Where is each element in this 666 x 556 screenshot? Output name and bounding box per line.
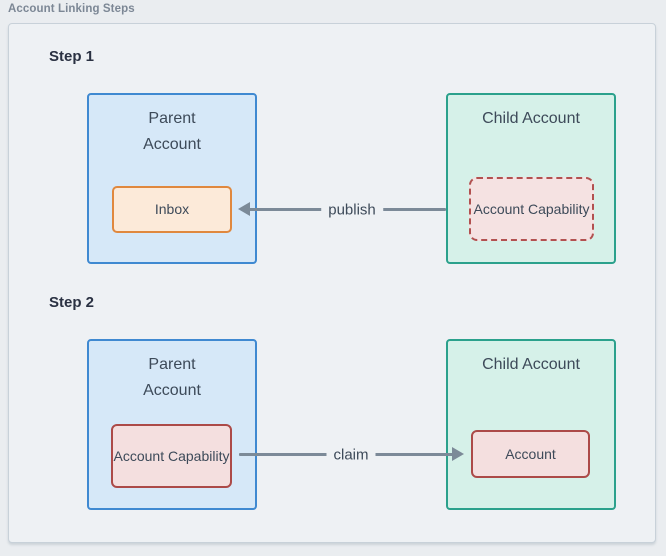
step-1-inbox-node: Inbox — [112, 186, 232, 233]
subnode-label: Inbox — [154, 201, 190, 217]
node-title: Child Account — [482, 110, 580, 127]
subnode-label: Account Capability — [473, 200, 590, 217]
node-title: Child Account — [482, 356, 580, 373]
step-2-parent-account-node: Parent Account Account Capability — [87, 339, 257, 510]
step-1-child-account-node: Child Account Account Capability — [446, 93, 616, 264]
step-1-parent-account-node: Parent Account Inbox — [87, 93, 257, 264]
figure-title: Account Linking Steps — [8, 3, 135, 15]
step-2-account-capability-node: Account Capability — [111, 424, 232, 488]
step-2-account-node: Account — [471, 430, 590, 478]
diagram-canvas: Step 1 Parent Account Inbox Child Accoun… — [8, 23, 656, 543]
step-2-child-account-node: Child Account Account — [446, 339, 616, 510]
publish-arrowhead-icon — [238, 202, 250, 216]
subnode-label: Account — [505, 445, 556, 462]
claim-arrowhead-icon — [452, 447, 464, 461]
claim-arrow-label: claim — [326, 446, 376, 464]
step-1-heading: Step 1 — [49, 48, 95, 65]
publish-arrow-label: publish — [321, 201, 383, 219]
step-2-heading: Step 2 — [49, 294, 95, 311]
subnode-label: Account Capability — [113, 447, 230, 464]
node-title: Parent Account — [143, 356, 201, 399]
node-title: Parent Account — [143, 110, 201, 153]
step-1-account-capability-node: Account Capability — [469, 177, 594, 241]
